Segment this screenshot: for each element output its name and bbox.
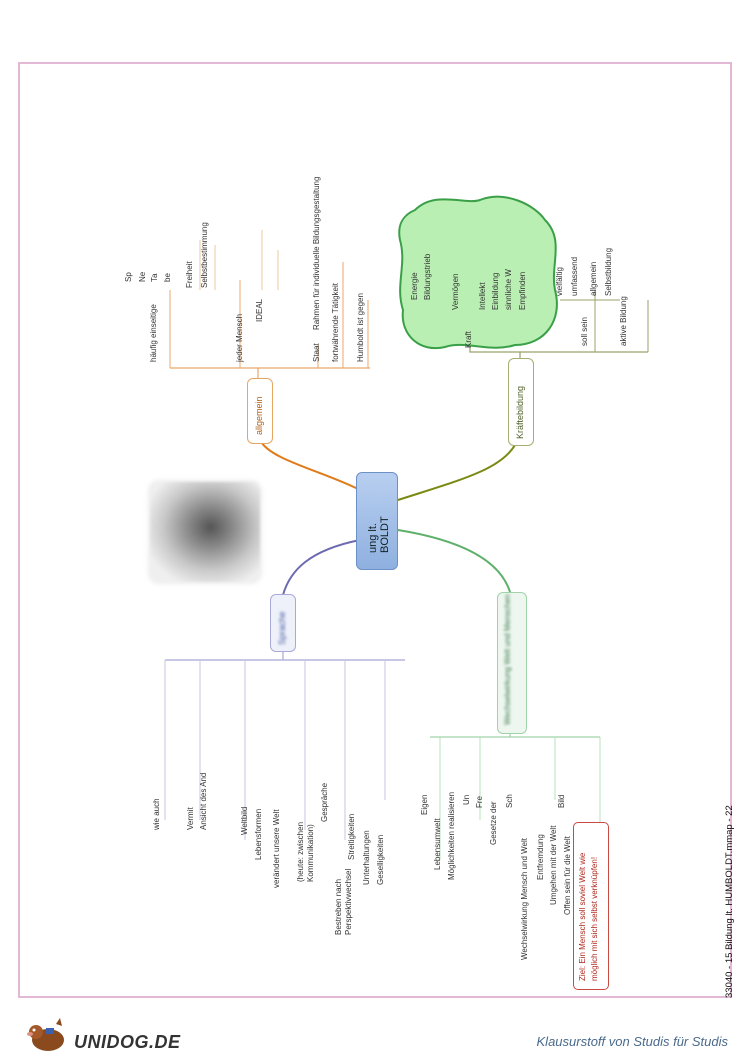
- welt-bild: Bild: [557, 794, 566, 808]
- logo-text: UNIDOG.DE: [74, 1032, 181, 1052]
- welt-wechselwirkung: Wechselwirkung Mensch und Welt: [520, 838, 529, 960]
- sprache-gespraeche: Gespräche: [320, 782, 329, 822]
- sprache-geselligkeiten: Geselligkeiten: [376, 834, 385, 885]
- kraft-umfassend: umfassend: [570, 256, 579, 296]
- branch-kraeftebildung[interactable]: Kräftebildung: [508, 358, 534, 446]
- allgemein-jeder-mensch: jeder Mensch: [235, 313, 244, 362]
- branch-kraeftebildung-label: Kräftebildung: [515, 385, 525, 439]
- ziel-box: Ziel: Ein Mensch soll soviel Welt wie mö…: [573, 822, 609, 990]
- allgemein-selbstbestimmung: Selbstbestimmung: [200, 222, 209, 288]
- kraft-einbildung: Einbildung: [491, 272, 500, 310]
- welt-umgehen: Umgehen mit der Welt: [549, 825, 558, 905]
- kraft-energie: Energie: [410, 272, 419, 300]
- allgemein-freiheit: Freiheit: [185, 261, 194, 288]
- welt-eigen: Eigen: [420, 794, 429, 815]
- sprache-heute: (heute: zwischen: [296, 821, 305, 882]
- welt-entfremdung: Entfremdung: [536, 834, 545, 880]
- kraft-vermoegen: Vermögen: [451, 273, 460, 310]
- center-title: ung lt.BOLDT: [367, 516, 391, 553]
- footer-tagline: Klausurstoff von Studis für Studis: [536, 1034, 728, 1049]
- welt-fre: Fre: [475, 796, 484, 808]
- welt-un: Un: [462, 794, 471, 805]
- welt-offen: Offen sein für die Welt: [563, 836, 572, 915]
- kraft-allgemein: allgemein: [589, 261, 598, 296]
- branch-wechselwirkung-label: Wechselwirkung Welt und Menschen: [503, 594, 512, 725]
- sprache-perspektiv: Perspektivwechsel: [344, 868, 353, 935]
- allgemein-fortwaehrende: fortwährende Tätigkeit: [331, 282, 340, 362]
- sprache-unterhaltungen: Unterhaltungen: [362, 830, 371, 885]
- sprache-vermit: Vermit: [186, 807, 195, 830]
- branch-sprache-label: Sprache: [277, 611, 287, 645]
- sprache-ansicht: Ansicht des And: [199, 772, 208, 830]
- allgemein-sp: Sp: [124, 272, 133, 282]
- mole-mascot-icon: [27, 1018, 64, 1051]
- ziel-line-1: Ziel: Ein Mensch soll soviel Welt wie: [578, 852, 587, 981]
- ziel-line-2: möglich mit sich selbst verknüpfen!: [590, 856, 599, 981]
- allgemein-ne: Ne: [138, 271, 147, 282]
- humboldt-portrait: [150, 482, 260, 582]
- branch-wechselwirkung[interactable]: Wechselwirkung Welt und Menschen: [497, 592, 527, 734]
- sprache-kommunikation: Kommunikation): [306, 824, 315, 882]
- allgemein-staat: Staat: [312, 343, 321, 362]
- allgemein-ta: Ta: [150, 273, 159, 282]
- allgemein-haeufig: häufig einseitige: [149, 304, 158, 362]
- allgemein-ideal: IDEAL: [255, 298, 264, 322]
- kraft-vielfaeltig: vielfältig: [555, 267, 564, 296]
- sprache-wie-auch: wie auch: [152, 798, 161, 830]
- kraft-bildungstrieb: Bildungstrieb: [423, 253, 432, 300]
- kraft-aktive: aktive Bildung: [619, 296, 628, 346]
- kraft-selbstbildung: Selbstbildung: [604, 247, 613, 296]
- page-frame: [18, 62, 732, 998]
- kraft-soll-sein: soll sein: [580, 317, 589, 346]
- branch-allgemein[interactable]: allgemein: [247, 378, 273, 444]
- allgemein-rahmen: Rahmen für individuelle Bildungsgestaltu…: [312, 176, 321, 330]
- welt-moeglichkeiten: Möglichkeiten realisieren: [447, 791, 456, 880]
- welt-gesetze: Gesetze der: [489, 801, 498, 845]
- branch-allgemein-label: allgemein: [254, 396, 264, 435]
- branch-sprache[interactable]: Sprache: [270, 594, 296, 652]
- kraft-kraft: Kraft: [464, 331, 473, 348]
- sprache-bestreben: Bestreben nach: [334, 878, 343, 935]
- kraft-empfinden: Empfinden: [518, 271, 527, 310]
- sprache-lebensformen: Lebensformen: [254, 808, 263, 860]
- allgemein-be: be: [163, 273, 172, 282]
- kraft-intellekt: Intellekt: [478, 282, 487, 310]
- allgemein-humboldt-gegen: Humboldt ist gegen: [356, 293, 365, 362]
- kraft-sinnliche: sinnliche W: [504, 269, 513, 310]
- file-label: 33040 - 15 Bildung lt. HUMBOLDT.mmap - 2…: [724, 805, 735, 998]
- kraft-cloud: [398, 195, 558, 350]
- sprache-weltbild: Weltbild: [240, 806, 249, 835]
- center-node[interactable]: ung lt.BOLDT: [356, 472, 398, 570]
- welt-sch: Sch: [505, 794, 514, 808]
- sprache-streitigkeiten: Streitigkeiten: [347, 813, 356, 860]
- unidog-logo[interactable]: UNIDOG.DE: [24, 1014, 184, 1054]
- welt-lebensumwelt: Lebensumwelt: [433, 818, 442, 870]
- sprache-veraendert: verändert unsere Welt: [272, 809, 281, 888]
